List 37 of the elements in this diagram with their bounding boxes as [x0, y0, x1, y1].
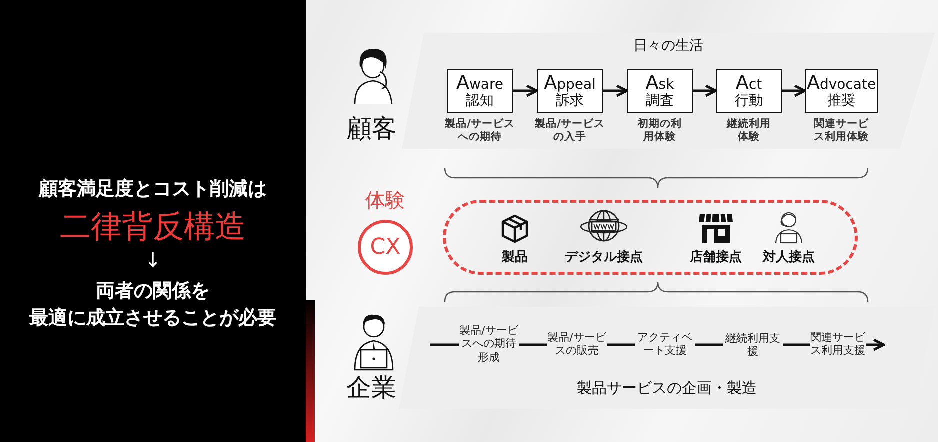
- support-step: 製品/サービスへの期待形成: [459, 318, 519, 370]
- stage-box: Act 行動: [716, 69, 782, 113]
- support-step: 継続利用支援: [723, 330, 783, 360]
- conclusion-text: 両者の関係を: [95, 279, 211, 304]
- headline-text: 顧客満足度とコスト削減は: [38, 177, 268, 202]
- stage-box: Appeal 訴求: [537, 69, 603, 113]
- touchpoint-group: [443, 200, 858, 275]
- cx-circle: CX: [358, 220, 413, 275]
- support-step: アクティベート支援: [635, 322, 695, 366]
- stage-caption: 初期の利用体験: [638, 118, 682, 144]
- stage-box: Aware 認知: [447, 69, 513, 113]
- actor-label: 企業: [346, 372, 398, 404]
- conclusion-text: 最適に成立させることが必要: [28, 306, 278, 331]
- actor-label: 顧客: [346, 113, 398, 145]
- stage-caption: 継続利用体験: [726, 118, 772, 144]
- stage-caption: 製品/サービスの入手: [534, 118, 606, 144]
- touchpoint-label: 製品: [502, 249, 528, 266]
- support-step: 関連サービス利用支援: [810, 322, 866, 366]
- cx-heading: 体験: [364, 187, 406, 214]
- stage-caption: 関連サービス利用体験: [813, 118, 870, 144]
- touchpoint-label: デジタル接点: [565, 248, 643, 266]
- connector-arrow: [866, 338, 886, 352]
- stage-box: Ask 調査: [627, 69, 693, 113]
- touchpoint-label: 店舗接点: [690, 248, 742, 266]
- connector-arrow: [782, 84, 806, 98]
- connector-arrow: [513, 84, 538, 98]
- stage-box: Advocate 推奨: [805, 69, 878, 113]
- down-arrow-glyph: ↓: [144, 248, 162, 272]
- connector-arrow: [693, 84, 718, 98]
- stage-band: [402, 33, 935, 149]
- support-step: 製品/サービスの販売: [547, 322, 607, 366]
- band-heading: 日々の生活: [632, 37, 704, 55]
- touchpoint-label: 対人接点: [763, 248, 815, 266]
- connector-arrow: [603, 84, 628, 98]
- emphasis-text: 二律背反構造: [59, 208, 247, 247]
- stage-caption: 製品/サービスへの期待: [444, 118, 516, 144]
- band-heading: 製品サービスの企画・製造: [576, 379, 758, 398]
